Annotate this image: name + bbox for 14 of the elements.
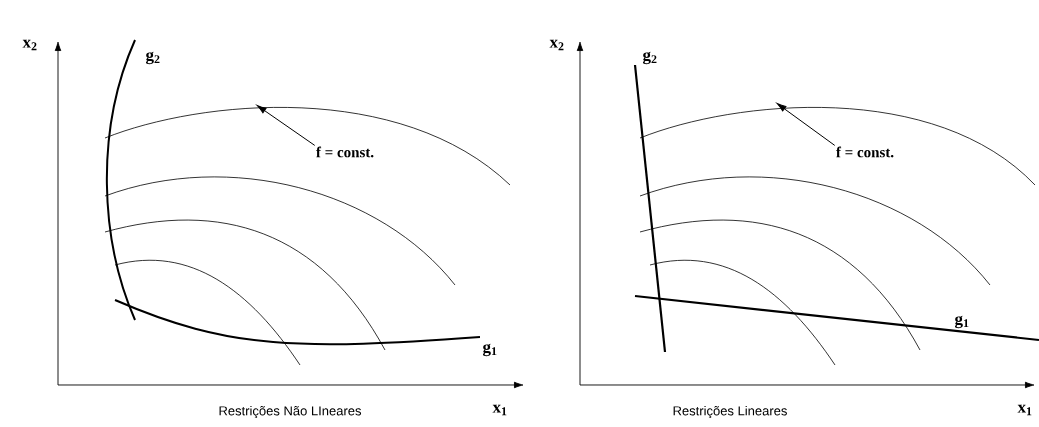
axis-label: x$_{1}$ bbox=[1017, 404, 1032, 416]
panel-caption: Restrições Lineares bbox=[673, 405, 787, 419]
curve-label: f = const. bbox=[316, 146, 374, 158]
leader-arrow bbox=[256, 105, 316, 146]
curve-label: f = const. bbox=[836, 146, 894, 158]
axis-label: x$_{2}$ bbox=[22, 39, 37, 51]
axis-label: g$_{2}$ bbox=[643, 51, 657, 65]
axis-label: g$_{1}$ bbox=[483, 343, 497, 357]
axis-label: x$_{1}$ bbox=[492, 404, 507, 416]
axis-label: x$_{2}$ bbox=[549, 39, 564, 51]
leader-arrow bbox=[776, 103, 836, 146]
panel-caption: Restrições Não LIneares bbox=[219, 405, 362, 419]
axis-label: g$_{1}$ bbox=[955, 315, 969, 329]
axis-label: g$_{2}$ bbox=[146, 51, 160, 65]
